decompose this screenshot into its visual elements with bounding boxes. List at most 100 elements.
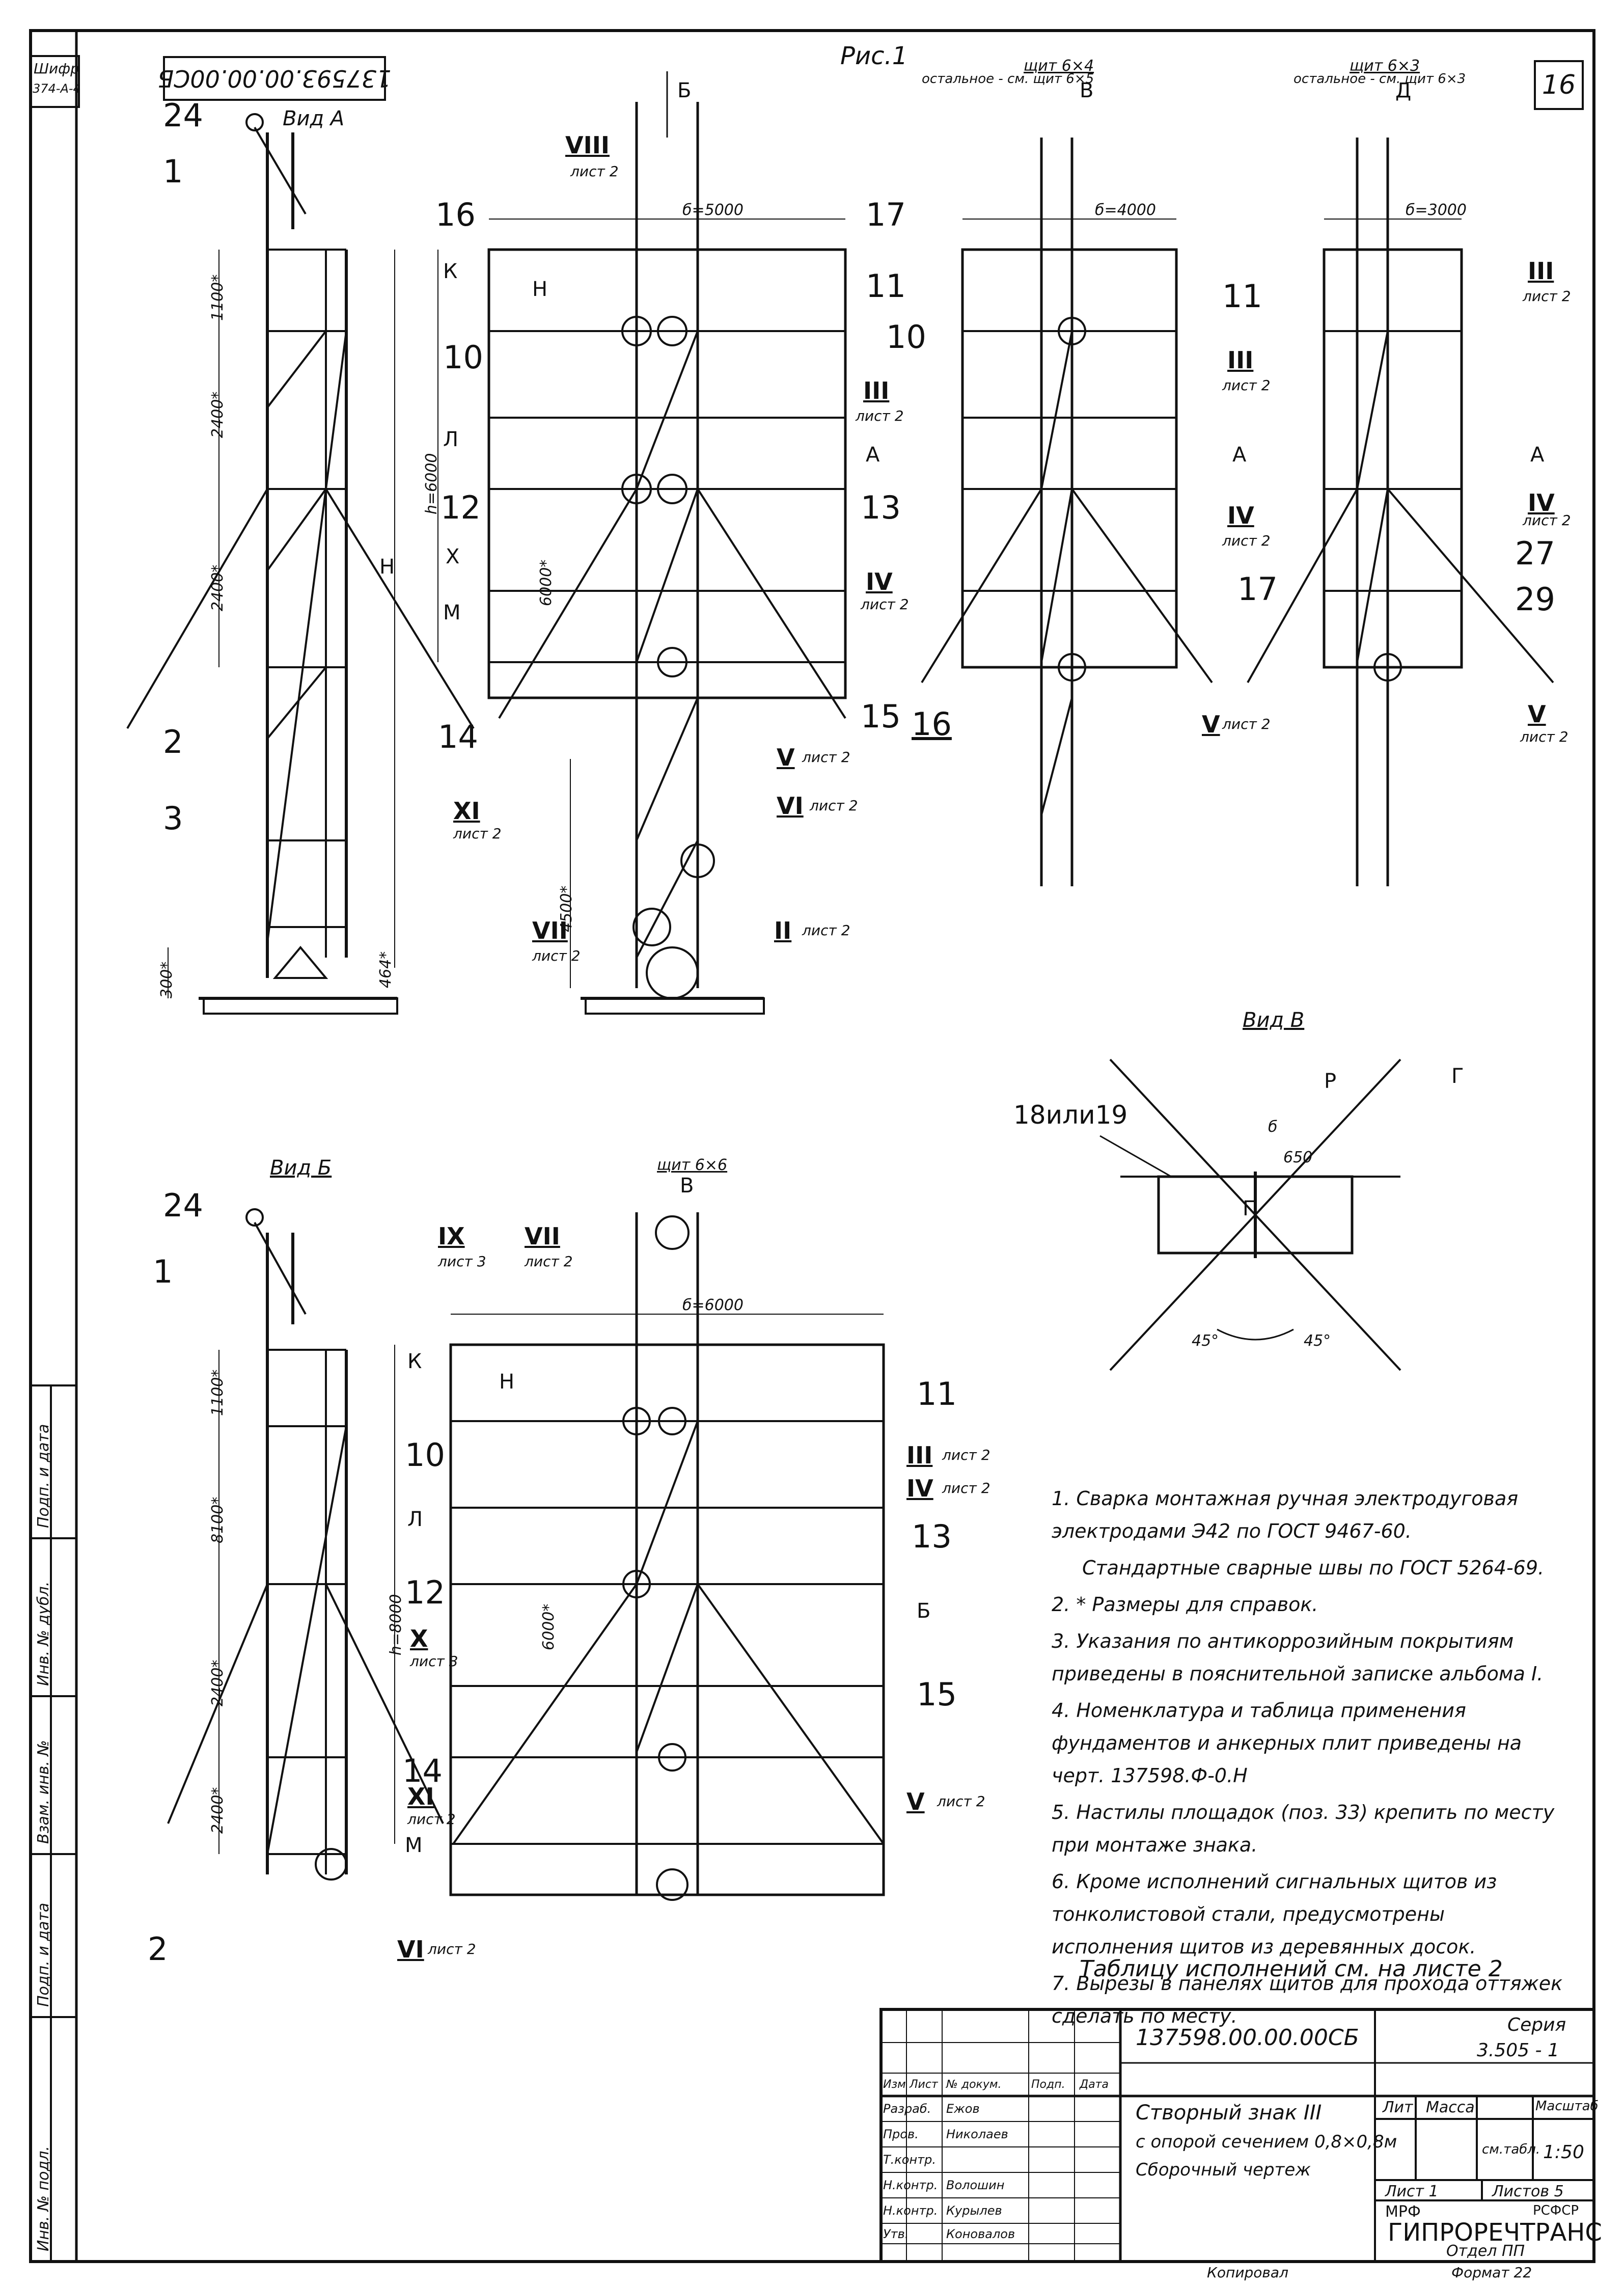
dim-2400-b2: 2400* [209, 1787, 227, 1834]
callout-IV-6x4-sheet: лист 2 [1222, 532, 1271, 549]
width-b-section: б [1268, 1118, 1278, 1136]
side-view-b [167, 1208, 444, 1881]
callout-IV-lower-sheet: лист 2 [942, 1480, 990, 1496]
callout-VII-front: VII [532, 917, 568, 944]
height-8000: h=8000 [387, 1594, 405, 1656]
tb-org-1: МРФ [1385, 2203, 1421, 2221]
side-strip-podp-data-2: Подп. и дата [35, 1424, 52, 1528]
callout-VII-front-sheet: лист 2 [532, 947, 581, 964]
dim-2400-a: 2400* [209, 391, 227, 438]
letter-N-lower: Н [499, 1370, 515, 1394]
tb-row-role-3: Т.контр. [883, 2153, 937, 2167]
height-6000: h=6000 [423, 453, 441, 515]
callout-VI-front-sheet: лист 2 [810, 797, 858, 814]
letter-L-lower: Л [407, 1508, 423, 1531]
side-strip-inv-podl: Инв. № подл. [35, 2146, 52, 2251]
tb-header-list: Лист [910, 2078, 938, 2091]
view-v-label: Вид В [1243, 1009, 1305, 1032]
callout-III-6x3: III [1528, 257, 1554, 285]
dim-8100-b: 8100* [209, 1496, 227, 1543]
panel-6x6-caption: щит 6×6 [657, 1156, 728, 1174]
callout-III-6x3-sheet: лист 2 [1523, 288, 1571, 305]
tb-row-role-5: Н.контр. [883, 2203, 938, 2218]
side-strip-grid [31, 1384, 76, 2262]
arrow-v-label: В [1080, 79, 1094, 102]
callout-III-lower: III [906, 1441, 933, 1469]
callout-IV-6x4: IV [1227, 502, 1254, 529]
side-view-a [126, 113, 475, 1015]
note-3: 3. Указания по антикоррозийным покрытиям… [1052, 1630, 1544, 1685]
letter-R-section: Р [1324, 1070, 1337, 1093]
dim-6000-lower: 6000* [540, 1603, 558, 1650]
callout-V-6x3: V [1528, 700, 1546, 728]
tb-designation: 137598.00.00.00СБ [1136, 2025, 1359, 2051]
mark-3-top: 3 [163, 800, 183, 837]
arrow-b-label-lower: Б [917, 1599, 931, 1623]
tb-org-3: Отдел ПП [1446, 2242, 1525, 2260]
note-5: 5. Настилы площадок (поз. 33) крепить по… [1052, 1801, 1555, 1856]
callout-III-6x4: III [1227, 346, 1254, 374]
tb-col-mass: Масса [1426, 2099, 1475, 2116]
front-view-panel-6x6 [394, 1212, 885, 1901]
table-reference: Таблицу исполнений см. на листе 2 [1080, 1956, 1503, 1982]
arrow-a-label-3: А [1530, 443, 1545, 467]
mark-1-lower: 1 [153, 1253, 173, 1290]
side-strip-inv-dubl: Инв. № дубл. [35, 1581, 52, 1686]
letter-K-front: К [443, 260, 458, 283]
tb-row-role-6: Утв. [883, 2227, 909, 2241]
outer-frame [29, 29, 1595, 2263]
callout-III-front: III [863, 377, 890, 404]
callout-VI-front: VI [777, 792, 804, 820]
mark-13-lower: 13 [912, 1518, 952, 1555]
width-6000: б=6000 [682, 1296, 744, 1314]
tb-header-sign: Подп. [1031, 2078, 1065, 2091]
callout-V-front-sheet: лист 2 [802, 749, 850, 766]
callout-II-front: II [774, 917, 792, 944]
tb-col-scale: Масштаб [1535, 2099, 1599, 2114]
callout-XI-lower: XI [407, 1783, 434, 1810]
panel-6x3-subcaption: остальное - см. щит 6×3 [1293, 71, 1466, 87]
arrow-a-label-1: А [866, 443, 880, 467]
mark-11-6x4: 11 [1222, 278, 1262, 315]
tb-name-1: Створный знак III [1136, 2101, 1322, 2125]
mark-1-top: 1 [163, 153, 183, 190]
tb-row-name-1: Ежов [946, 2102, 980, 2116]
panel-6x4-caption: щит 6×4 [1024, 57, 1094, 75]
tb-row-name-4: Волошин [946, 2178, 1005, 2192]
note-4: 4. Номенклатура и таблица применения фун… [1052, 1699, 1522, 1787]
tb-row-name-5: Курылев [946, 2203, 1002, 2218]
view-a-label: Вид А [283, 107, 345, 130]
tb-row-name-2: Николаев [946, 2127, 1008, 2141]
tb-header-izm: Изм [883, 2078, 906, 2091]
mark-10-6x4: 10 [886, 318, 926, 356]
tb-format: Формат 22 [1451, 2264, 1532, 2281]
width-4000: б=4000 [1095, 201, 1156, 219]
mark-13-front: 13 [861, 489, 901, 526]
callout-III-lower-sheet: лист 2 [942, 1447, 990, 1463]
angle-45-right: 45° [1304, 1332, 1331, 1350]
callout-IV-lower: IV [906, 1475, 933, 1502]
mark-24-lower: 24 [163, 1187, 203, 1224]
mark-15-front: 15 [861, 698, 901, 735]
panel-6x3-caption: щит 6×3 [1350, 57, 1420, 75]
dim-2400-b: 2400* [209, 1659, 227, 1706]
note-1: 1. Сварка монтажная ручная электродугова… [1052, 1487, 1519, 1542]
mark-10-front: 10 [443, 339, 483, 376]
callout-V-lower: V [906, 1788, 925, 1815]
callout-VI-lower-sheet: лист 2 [428, 1941, 476, 1957]
dim-1100-a: 1100* [209, 274, 227, 321]
dim-650: 650 [1283, 1149, 1313, 1166]
tb-row-role-2: Пров. [883, 2127, 919, 2141]
tb-sheets: Листов 5 [1492, 2183, 1564, 2200]
tb-name-2: с опорой сечением 0,8×0,8м [1136, 2132, 1397, 2152]
letter-K-lower: К [407, 1350, 422, 1373]
view-b-side-label: Вид Б [270, 1156, 332, 1180]
callout-V-front: V [777, 744, 795, 771]
mark-14-lower: 14 [402, 1752, 443, 1789]
callout-XI-front-sheet: лист 2 [453, 825, 502, 842]
dim-1100-b: 1100* [209, 1369, 227, 1416]
note-1b: Стандартные сварные швы по ГОСТ 5264-69. [1082, 1557, 1545, 1579]
width-5000: б=5000 [682, 201, 744, 219]
arrow-b-label: Б [677, 79, 692, 102]
